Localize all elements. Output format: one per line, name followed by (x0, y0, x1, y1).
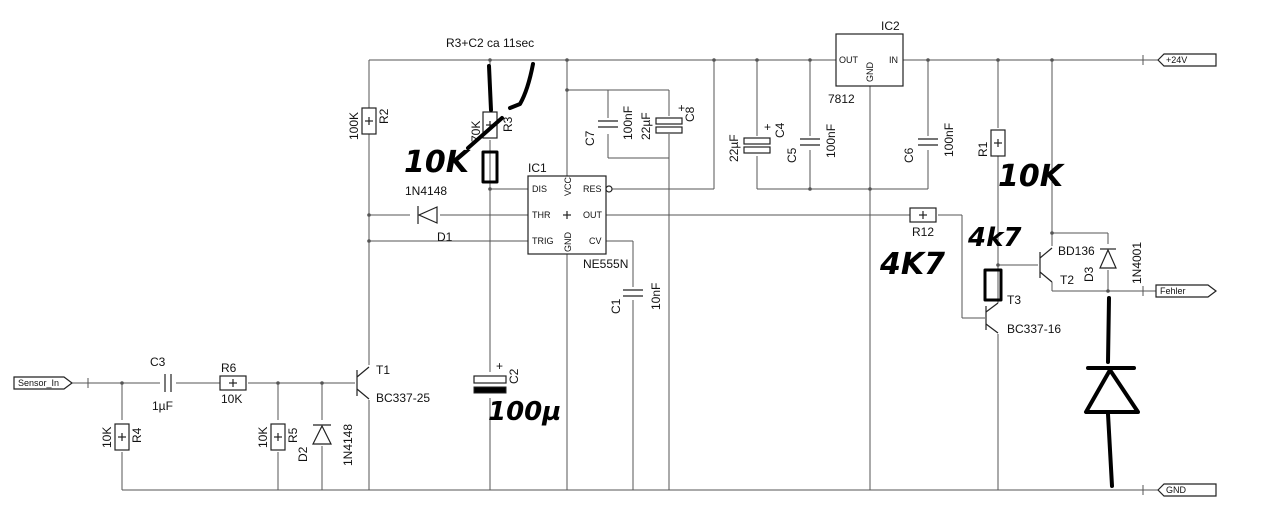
capacitor-c6: C6 100nF (902, 123, 956, 163)
svg-text:10K: 10K (404, 145, 472, 180)
svg-text:R1: R1 (976, 141, 990, 157)
svg-text:R5: R5 (286, 427, 300, 443)
svg-text:10nF: 10nF (649, 283, 663, 310)
transistor-t2: BD136 T2 (1039, 244, 1095, 287)
diode-d1: 1N4148 D1 (405, 184, 453, 244)
svg-text:D1: D1 (437, 230, 453, 244)
svg-text:1N4001: 1N4001 (1130, 242, 1144, 284)
net-gnd: GND (1142, 483, 1217, 497)
svg-text:4K7: 4K7 (879, 247, 945, 282)
svg-text:OUT: OUT (839, 55, 859, 65)
svg-text:+: + (496, 359, 503, 373)
net-sensor-in: Sensor_In (13, 376, 94, 390)
svg-text:1N4148: 1N4148 (405, 184, 447, 198)
svg-text:100nF: 100nF (824, 124, 838, 158)
net-plus24v: +24V (1142, 53, 1217, 67)
capacitor-c5: C5 100nF (785, 124, 838, 163)
svg-text:NE555N: NE555N (583, 257, 628, 271)
resistor-r1: R1 (976, 129, 1006, 157)
svg-text:IC2: IC2 (881, 19, 900, 33)
svg-text:T2: T2 (1060, 273, 1074, 287)
svg-text:DIS: DIS (532, 184, 547, 194)
transistor-t3: T3 BC337-16 (985, 293, 1061, 336)
svg-text:R4: R4 (130, 427, 144, 443)
handwritten-markup: 10K 100µ 10K 4K7 4k7 (404, 62, 1140, 488)
svg-text:CV: CV (589, 236, 602, 246)
svg-text:C2: C2 (507, 368, 521, 384)
svg-text:T1: T1 (376, 363, 390, 377)
svg-text:C1: C1 (609, 298, 623, 314)
svg-text:BC337-25: BC337-25 (376, 391, 430, 405)
svg-text:D2: D2 (296, 446, 310, 462)
svg-text:OUT: OUT (583, 210, 603, 220)
svg-text:+24V: +24V (1166, 55, 1187, 65)
net-fehler: Fehler (1142, 284, 1217, 298)
svg-text:TRIG: TRIG (532, 236, 554, 246)
svg-text:100nF: 100nF (621, 106, 635, 140)
svg-text:R3: R3 (501, 116, 515, 132)
diode-d2: D2 1N4148 (296, 424, 355, 466)
svg-text:THR: THR (532, 210, 551, 220)
svg-text:Sensor_In: Sensor_In (18, 378, 59, 388)
svg-text:100nF: 100nF (942, 123, 956, 157)
transistor-t1: T1 BC337-25 (356, 363, 430, 405)
resistor-r12: R12 (909, 207, 937, 239)
svg-text:GND: GND (1166, 485, 1187, 495)
svg-text:BC337-16: BC337-16 (1007, 322, 1061, 336)
svg-text:+: + (764, 120, 771, 134)
wires (72, 59, 1150, 491)
svg-text:R6: R6 (221, 361, 237, 375)
svg-text:BD136: BD136 (1058, 244, 1095, 258)
svg-text:IN: IN (889, 55, 898, 65)
capacitor-c8: + 22µF C8 (639, 101, 697, 140)
junctions (120, 58, 1110, 385)
svg-text:R12: R12 (912, 225, 934, 239)
capacitor-c4: + 22µF C4 (727, 120, 787, 162)
svg-text:1N4148: 1N4148 (341, 424, 355, 466)
svg-text:RES: RES (583, 184, 602, 194)
capacitor-c2: + C2 (473, 359, 521, 394)
svg-text:4k7: 4k7 (967, 223, 1022, 253)
svg-text:GND: GND (865, 62, 875, 83)
svg-text:1µF: 1µF (152, 399, 173, 413)
svg-text:T3: T3 (1007, 293, 1021, 307)
svg-text:R2: R2 (377, 108, 391, 124)
svg-text:IC1: IC1 (528, 161, 547, 175)
svg-text:100µ: 100µ (488, 397, 561, 427)
svg-text:C8: C8 (683, 106, 697, 122)
svg-text:10K: 10K (221, 392, 242, 406)
diode-d3: D3 1N4001 (1082, 242, 1144, 284)
resistor-r4: 10K R4 (100, 423, 144, 451)
svg-text:10K: 10K (256, 427, 270, 448)
resistor-r2: 100K R2 (347, 107, 391, 140)
capacitor-c1: C1 10nF (609, 283, 663, 314)
svg-text:GND: GND (563, 232, 573, 253)
svg-text:100K: 100K (347, 112, 361, 140)
svg-text:7812: 7812 (828, 92, 855, 106)
svg-text:22µF: 22µF (639, 112, 653, 140)
svg-text:10K: 10K (998, 159, 1066, 194)
svg-text:C6: C6 (902, 147, 916, 163)
svg-text:22µF: 22µF (727, 134, 741, 162)
svg-text:C7: C7 (583, 130, 597, 146)
svg-text:C4: C4 (773, 122, 787, 138)
svg-text:C5: C5 (785, 147, 799, 163)
svg-text:+: + (678, 101, 685, 115)
timing-note: R3+C2 ca 11sec (446, 36, 534, 50)
capacitor-c7: C7 100nF (583, 106, 635, 146)
resistor-r5: 10K R5 (256, 423, 300, 451)
capacitor-c3: C3 1µF (150, 355, 173, 413)
ic1-ne555: IC1 NE555N DIS THR TRIG RES OUT CV VCC G… (527, 161, 628, 271)
svg-text:D3: D3 (1082, 266, 1096, 282)
svg-text:C3: C3 (150, 355, 166, 369)
svg-text:10K: 10K (100, 427, 114, 448)
svg-text:VCC: VCC (563, 176, 573, 196)
ic2-7812: IC2 7812 OUT IN GND (828, 19, 904, 106)
resistor-r6: R6 10K (219, 361, 247, 406)
svg-text:Fehler: Fehler (1160, 286, 1186, 296)
